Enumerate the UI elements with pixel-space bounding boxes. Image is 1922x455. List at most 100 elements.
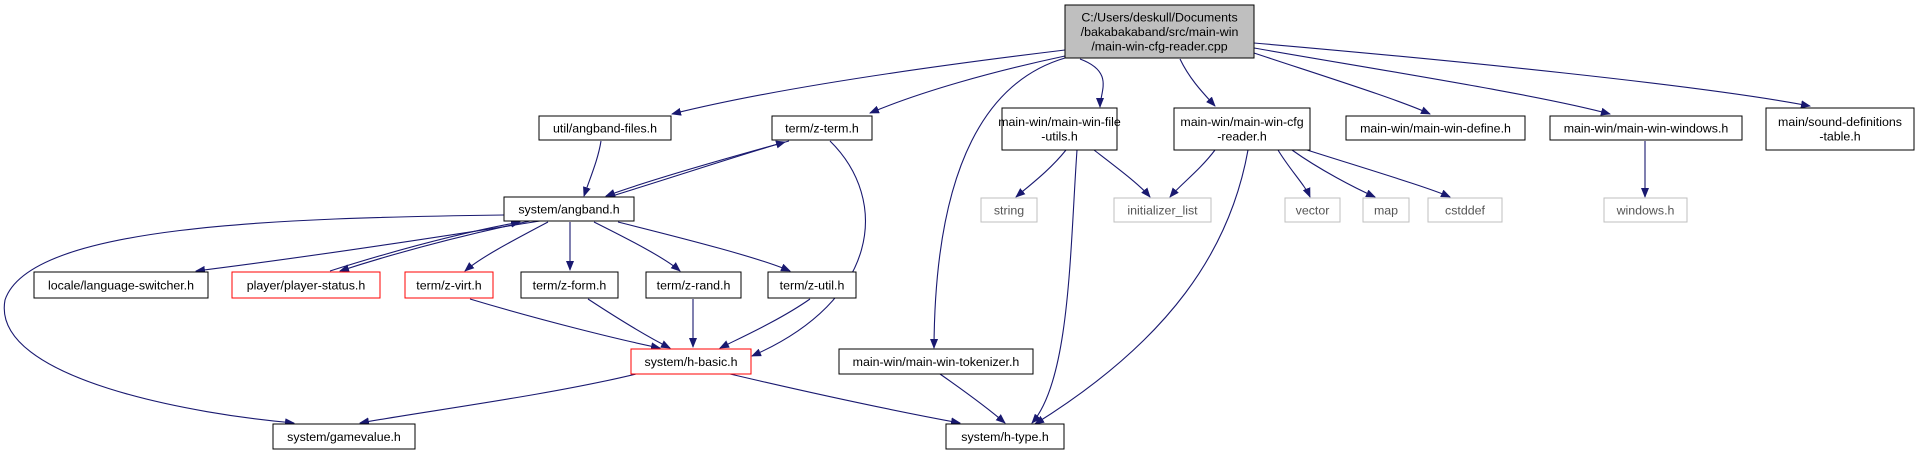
node-box bbox=[945, 423, 1065, 450]
node-label: /main-win-cfg-reader.cpp bbox=[1091, 39, 1227, 53]
node-file_utils[interactable]: main-win/main-win-file-utils.h bbox=[998, 107, 1121, 151]
node-label: main-win/main-win-tokenizer.h bbox=[853, 355, 1020, 369]
node-label: string bbox=[994, 203, 1024, 217]
node-box bbox=[1765, 107, 1915, 151]
edge-z_util-to-h_basic bbox=[719, 298, 811, 349]
node-root[interactable]: C:/Users/deskull/Documents/bakabakaband/… bbox=[1064, 4, 1255, 59]
node-label: main-win/main-win-cfg bbox=[1180, 115, 1303, 129]
node-label: cstddef bbox=[1445, 203, 1486, 217]
edge-player_status-to-angband_h bbox=[329, 219, 521, 272]
node-label: term/z-term.h bbox=[785, 121, 859, 135]
node-box bbox=[838, 348, 1034, 375]
node-box bbox=[1064, 4, 1255, 59]
edge-root-to-tokenizer bbox=[930, 57, 1066, 349]
node-label: -table.h bbox=[1819, 130, 1860, 144]
edge-root-to-file_utils bbox=[1079, 58, 1105, 108]
node-label: windows.h bbox=[1616, 203, 1675, 217]
edge-z_form-to-h_basic bbox=[587, 298, 671, 349]
node-label: locale/language-switcher.h bbox=[48, 278, 194, 292]
edge-angband_h-to-player_status bbox=[339, 220, 531, 273]
node-box bbox=[1549, 115, 1743, 141]
edge-cfg_reader_h-to-cstddef bbox=[1306, 149, 1451, 198]
node-box bbox=[630, 348, 752, 375]
node-label: -utils.h bbox=[1041, 130, 1078, 144]
node-box bbox=[33, 271, 209, 299]
node-vector: vector bbox=[1284, 197, 1341, 223]
node-box bbox=[503, 196, 635, 222]
node-box bbox=[980, 197, 1038, 223]
node-box bbox=[1173, 107, 1311, 151]
edge-cfg_reader_h-to-vector bbox=[1277, 149, 1311, 198]
node-angband_h[interactable]: system/angband.h bbox=[503, 196, 635, 222]
node-angband_files[interactable]: util/angband-files.h bbox=[538, 115, 672, 141]
node-box bbox=[1345, 115, 1526, 141]
node-box bbox=[645, 271, 742, 299]
node-label: vector bbox=[1296, 203, 1330, 217]
edge-cfg_reader_h-to-h_type bbox=[1034, 149, 1249, 425]
edges bbox=[3, 42, 1811, 427]
node-box bbox=[1113, 197, 1212, 223]
node-z_rand[interactable]: term/z-rand.h bbox=[645, 271, 742, 299]
node-player_status[interactable]: player/player-status.h bbox=[231, 271, 381, 299]
node-box bbox=[1284, 197, 1341, 223]
node-label: main/sound-definitions bbox=[1778, 115, 1902, 129]
node-box bbox=[1603, 197, 1688, 223]
node-z_term[interactable]: term/z-term.h bbox=[771, 115, 873, 141]
node-label: util/angband-files.h bbox=[553, 121, 657, 135]
edge-tokenizer-to-h_type bbox=[939, 373, 1006, 424]
node-h_type[interactable]: system/h-type.h bbox=[945, 423, 1065, 450]
node-windows_h: windows.h bbox=[1603, 197, 1688, 223]
node-cfg_reader_h[interactable]: main-win/main-win-cfg-reader.h bbox=[1173, 107, 1311, 151]
edge-z_term-to-h_basic bbox=[751, 140, 866, 357]
edge-angband_h-to-z_term bbox=[611, 140, 786, 197]
node-z_form[interactable]: term/z-form.h bbox=[520, 271, 619, 299]
node-label: term/z-rand.h bbox=[657, 278, 731, 292]
node-label: system/gamevalue.h bbox=[287, 430, 401, 444]
node-win_windows[interactable]: main-win/main-win-windows.h bbox=[1549, 115, 1743, 141]
node-z_virt[interactable]: term/z-virt.h bbox=[404, 271, 494, 299]
node-label: term/z-util.h bbox=[780, 278, 845, 292]
edge-z_virt-to-h_basic bbox=[469, 298, 661, 351]
node-sound_defs[interactable]: main/sound-definitions-table.h bbox=[1765, 107, 1915, 151]
node-label: player/player-status.h bbox=[247, 278, 366, 292]
edge-cfg_reader_h-to-map bbox=[1291, 149, 1376, 198]
edge-root-to-sound_defs bbox=[1253, 42, 1811, 109]
node-box bbox=[520, 271, 619, 299]
node-tokenizer[interactable]: main-win/main-win-tokenizer.h bbox=[838, 348, 1034, 375]
edge-root-to-angband_files bbox=[671, 49, 1066, 116]
node-label: C:/Users/deskull/Documents bbox=[1081, 10, 1237, 24]
edge-angband_h-to-gamevalue bbox=[3, 214, 505, 427]
node-h_basic[interactable]: system/h-basic.h bbox=[630, 348, 752, 375]
edge-angband_h-to-z_util bbox=[617, 221, 791, 272]
node-box bbox=[1427, 197, 1503, 223]
edge-angband_h-to-z_virt bbox=[464, 221, 549, 272]
edge-h_basic-to-gamevalue bbox=[359, 373, 637, 426]
node-cstddef: cstddef bbox=[1427, 197, 1503, 223]
node-label: initializer_list bbox=[1127, 203, 1198, 217]
node-map: map bbox=[1362, 197, 1410, 223]
node-z_util[interactable]: term/z-util.h bbox=[767, 271, 857, 299]
node-box bbox=[1001, 107, 1118, 151]
node-label: /bakabakaband/src/main-win bbox=[1081, 25, 1239, 39]
node-box bbox=[538, 115, 672, 141]
node-label: system/h-basic.h bbox=[645, 355, 738, 369]
node-box bbox=[272, 423, 416, 450]
node-box bbox=[767, 271, 857, 299]
node-box bbox=[404, 271, 494, 299]
node-label: system/angband.h bbox=[518, 202, 619, 216]
edge-root-to-win_define bbox=[1253, 52, 1431, 115]
edge-file_utils-to-h_type bbox=[1031, 149, 1078, 424]
node-box bbox=[231, 271, 381, 299]
node-lang_switcher[interactable]: locale/language-switcher.h bbox=[33, 271, 209, 299]
node-label: main-win/main-win-define.h bbox=[1360, 121, 1511, 135]
edge-root-to-z_term bbox=[869, 55, 1066, 114]
edge-file_utils-to-initializer_list bbox=[1093, 149, 1151, 198]
node-win_define[interactable]: main-win/main-win-define.h bbox=[1345, 115, 1526, 141]
nodes: C:/Users/deskull/Documents/bakabakaband/… bbox=[33, 4, 1915, 450]
node-gamevalue[interactable]: system/gamevalue.h bbox=[272, 423, 416, 450]
node-string: string bbox=[980, 197, 1038, 223]
node-box bbox=[1362, 197, 1410, 223]
edge-root-to-win_windows bbox=[1253, 47, 1611, 116]
node-label: map bbox=[1374, 203, 1398, 217]
